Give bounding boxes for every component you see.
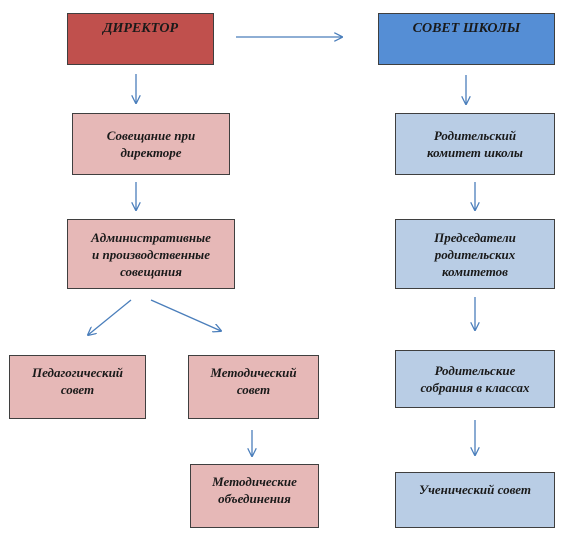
methodical-council-line1: Методический [210, 365, 297, 380]
committee-chairs-line2: родительских [434, 246, 516, 262]
pedagogical-council-line1: Педагогический [31, 365, 124, 380]
admin-meetings-box: Административные и производственные сове… [67, 219, 235, 289]
arrow-admin-to-pedagogical [88, 299, 132, 335]
pedagogical-council-line2: совет [60, 382, 95, 397]
methodical-council-line2: совет [236, 382, 271, 397]
committee-chairs-box: Председатели родительских комитетов [395, 219, 555, 289]
class-parent-meetings-line1: Родительские [434, 363, 516, 378]
school-council-label: СОВЕТ ШКОЛЫ [412, 21, 521, 36]
director-label: ДИРЕКТОР [102, 21, 179, 36]
director-meeting-line2: директоре [120, 145, 182, 160]
director-box: ДИРЕКТОР [67, 13, 214, 65]
committee-chairs-line1: Председатели [434, 229, 516, 245]
parent-committee-box: Родительский комитет школы [395, 113, 555, 175]
methodical-associations-box: Методические объединения [190, 464, 319, 528]
admin-meetings-line2: и производственные [92, 246, 210, 262]
class-parent-meetings-line2: собрания в классах [420, 380, 530, 395]
admin-meetings-line3: совещания [120, 263, 182, 279]
director-meeting-line1: Совещание при [106, 128, 196, 143]
pedagogical-council-box: Педагогический совет [9, 355, 146, 419]
methodical-associations-line2: объединения [218, 491, 291, 506]
class-parent-meetings-box: Родительские собрания в классах [395, 350, 555, 408]
arrow-admin-to-methodical [150, 299, 221, 331]
admin-meetings-line1: Административные [91, 229, 211, 245]
parent-committee-line1: Родительский [433, 128, 517, 143]
student-council-box: Ученический совет [395, 472, 555, 528]
methodical-associations-line1: Методические [212, 474, 297, 489]
methodical-council-box: Методический совет [188, 355, 319, 419]
school-council-box: СОВЕТ ШКОЛЫ [378, 13, 555, 65]
parent-committee-line2: комитет школы [427, 145, 523, 160]
committee-chairs-line3: комитетов [441, 263, 508, 279]
director-meeting-box: Совещание при директоре [72, 113, 230, 175]
student-council-label: Ученический совет [419, 482, 531, 497]
